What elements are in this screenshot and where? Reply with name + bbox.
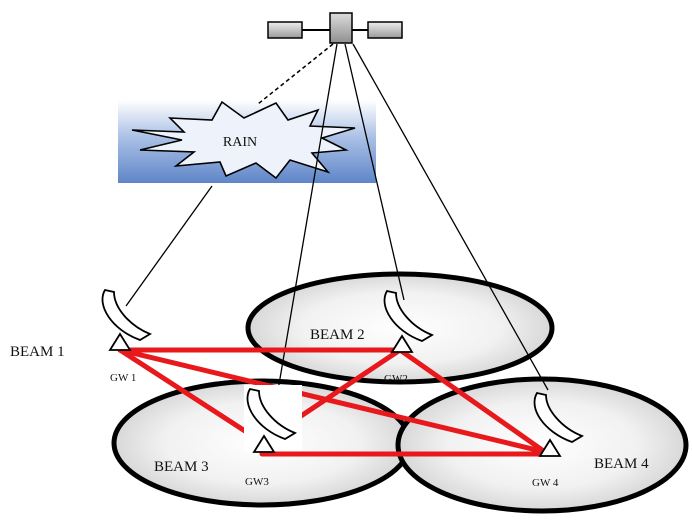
rain-label: RAIN bbox=[223, 135, 257, 150]
gateway-3 bbox=[244, 385, 302, 453]
link-gw2 bbox=[344, 43, 405, 301]
beam-3-label: BEAM 3 bbox=[154, 459, 209, 475]
inter-gateway-links bbox=[117, 347, 548, 457]
rain-cloud bbox=[131, 100, 356, 180]
beam-2-label: BEAM 2 bbox=[310, 327, 365, 343]
gateway-1 bbox=[101, 288, 153, 351]
beam-1-label: BEAM 1 bbox=[10, 344, 65, 360]
link-gw1-gw4 bbox=[117, 347, 548, 455]
gw4-mast-icon bbox=[538, 438, 562, 457]
gw2-dish-icon bbox=[383, 289, 435, 342]
gw-2-label: GW2 bbox=[384, 373, 408, 385]
gw3-mast-icon bbox=[252, 434, 276, 453]
gw1-mast-icon bbox=[108, 332, 132, 351]
rain-faded-link-gw1 bbox=[257, 43, 334, 105]
gw2-mast-icon bbox=[390, 334, 414, 353]
gw-1-label: GW 1 bbox=[110, 372, 136, 384]
link-gw1 bbox=[125, 185, 213, 307]
satellite-icon bbox=[267, 12, 403, 44]
link-gw2-gw4 bbox=[397, 347, 548, 455]
gw4-dish-icon bbox=[533, 391, 585, 443]
gw3-dish-icon bbox=[246, 387, 298, 440]
gw-3-label: GW3 bbox=[245, 476, 269, 488]
gateway-2 bbox=[383, 289, 435, 353]
link-gw3 bbox=[275, 43, 338, 403]
link-gw1-gw3 bbox=[117, 347, 265, 445]
link-gw4 bbox=[352, 43, 549, 391]
gateway-4 bbox=[533, 391, 585, 457]
gw1-dish-icon bbox=[101, 288, 153, 341]
beam-4-label: BEAM 4 bbox=[594, 456, 649, 472]
gw-4-label: GW 4 bbox=[532, 477, 559, 489]
